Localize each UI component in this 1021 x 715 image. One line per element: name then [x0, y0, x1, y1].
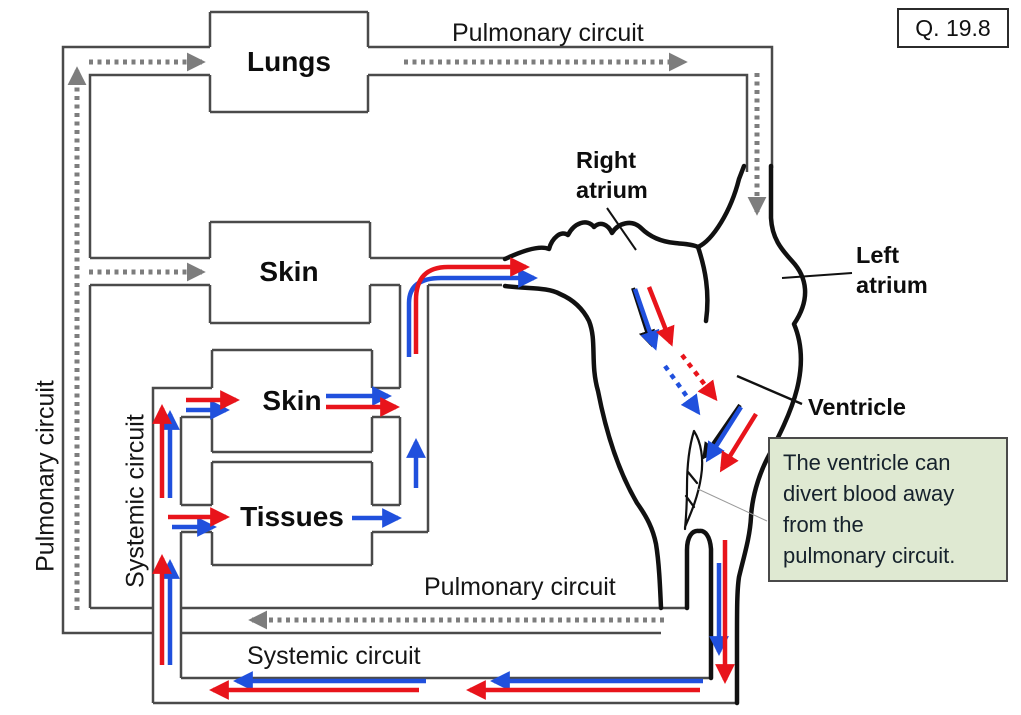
left-atrium-leader-line: [781, 272, 853, 279]
heart-outflow-notch: [684, 528, 714, 681]
organ-box-lungs: [208, 10, 370, 114]
box-label-skin-lower: Skin: [262, 385, 322, 416]
right-atrium-to-ventricle-blue-arrow: [632, 288, 660, 351]
box-label-tissues: Tissues: [240, 501, 344, 532]
oxygenated-blood-arrows: [152, 257, 758, 700]
note-line: divert blood away: [783, 481, 955, 506]
tube-systemic-left-channel: [151, 386, 212, 703]
tube-lungs-to-heart: [368, 45, 774, 172]
skin-to-right-atrium-red-arrow: [413, 257, 530, 354]
label-left-atrium: Left atrium: [856, 242, 928, 298]
heart-outline: [502, 163, 808, 706]
tube-left-pulmonary-loop: [61, 45, 210, 635]
diverted-flow-blue-dotted-arrow: [663, 364, 701, 416]
heart-left-edge: [502, 283, 664, 611]
note-line: from the: [783, 512, 864, 537]
tube-skin-to-heart-and-riser: [370, 256, 505, 534]
label-right-atrium: Right atrium: [576, 147, 648, 203]
right-atrium-leader-line: [606, 207, 637, 251]
question-number: Q. 19.8: [915, 14, 991, 41]
label-systemic-circuit-left: Systemic circuit: [121, 414, 150, 588]
ventricle-leader-line: [736, 374, 803, 406]
label-pulmonary-circuit-top: Pulmonary circuit: [452, 19, 644, 47]
note-line: pulmonary circuit.: [783, 543, 956, 568]
deoxygenated-blood-arrows: [160, 268, 743, 691]
right-atrium-to-ventricle-red-arrow: [646, 286, 675, 347]
label-pulmonary-circuit-bottom: Pulmonary circuit: [424, 573, 616, 601]
circuit-tubes: [61, 10, 774, 705]
tube-bottom-channels: [153, 606, 737, 705]
question-number-box: Q. 19.8: [897, 8, 1009, 48]
spiral-valve-leaf: [683, 429, 704, 531]
label-ventricle: Ventricle: [808, 394, 906, 420]
note-leader-line: [697, 488, 768, 522]
heart-right-edge: [734, 163, 808, 706]
box-label-skin-upper: Skin: [259, 256, 319, 287]
organ-box-skin-lower: [210, 348, 374, 454]
label-pulmonary-circuit-left: Pulmonary circuit: [31, 380, 60, 572]
organ-box-tissues: [210, 460, 374, 567]
leader-lines: [606, 207, 853, 522]
note-box: The ventricle can divert blood away from…: [768, 437, 1008, 582]
label-systemic-circuit-bottom: Systemic circuit: [247, 642, 421, 670]
circuit-direction-arrows: [67, 52, 767, 630]
diverted-flow-red-dotted-arrow: [680, 353, 718, 402]
into-outflow-blue-arrow: [705, 405, 743, 463]
spiral-valve: [683, 429, 704, 531]
heart-atria-cleft: [695, 244, 710, 324]
box-label-lungs: Lungs: [247, 46, 331, 77]
note-line: The ventricle can: [783, 450, 951, 475]
into-outflow-red-arrow: [719, 412, 758, 473]
organ-box-skin-upper: [208, 220, 372, 325]
